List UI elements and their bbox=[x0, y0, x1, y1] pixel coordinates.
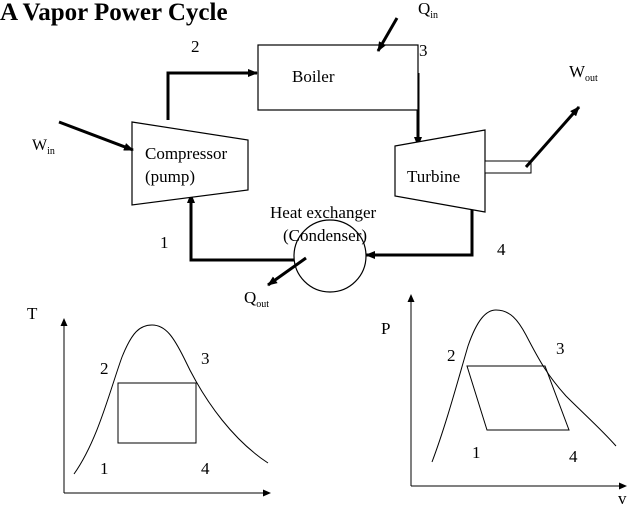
ts-diagram: T 2 3 1 4 bbox=[27, 304, 271, 497]
ts-point-4: 4 bbox=[201, 459, 210, 478]
page-title: A Vapor Power Cycle bbox=[0, 0, 228, 26]
pv-point-4: 4 bbox=[569, 447, 578, 466]
q-out-label: Qout bbox=[244, 288, 269, 310]
ts-point-3: 3 bbox=[201, 349, 210, 368]
state-point-4: 4 bbox=[497, 240, 506, 259]
condenser-label-line2: (Condenser) bbox=[283, 226, 367, 245]
ts-y-axis-label: T bbox=[27, 304, 38, 323]
pv-point-2: 2 bbox=[447, 346, 456, 365]
ts-cycle-path bbox=[117, 382, 197, 444]
turbine-shape bbox=[394, 129, 486, 213]
w-out-arrow bbox=[524, 106, 581, 168]
pv-x-axis-label: v bbox=[618, 489, 627, 506]
state-point-1: 1 bbox=[160, 233, 169, 252]
compressor-shape bbox=[131, 121, 249, 206]
q-in-arrow bbox=[376, 17, 399, 52]
condenser-label-line1: Heat exchanger bbox=[270, 203, 377, 222]
boiler-label: Boiler bbox=[292, 67, 335, 86]
pipe-turbine-to-condenser bbox=[365, 210, 474, 259]
state-point-3: 3 bbox=[419, 41, 428, 60]
pv-saturation-dome bbox=[431, 309, 617, 463]
w-in-label: Win bbox=[32, 137, 55, 157]
pv-cycle-path bbox=[466, 365, 570, 431]
state-point-2: 2 bbox=[191, 37, 200, 56]
ts-point-2: 2 bbox=[100, 359, 109, 378]
pipe-2-to-boiler bbox=[166, 69, 258, 120]
pv-y-axis-label: P bbox=[381, 319, 390, 338]
compressor-label-line1: Compressor bbox=[145, 144, 228, 163]
q-in-label: Qin bbox=[418, 0, 438, 21]
compressor-label-line2: (pump) bbox=[145, 167, 195, 186]
pv-point-1: 1 bbox=[472, 443, 481, 462]
ts-point-1: 1 bbox=[100, 459, 109, 478]
condenser-circle bbox=[293, 219, 367, 293]
pv-diagram: P v 2 3 1 4 bbox=[381, 294, 627, 506]
pipe-condenser-to-pump bbox=[187, 193, 294, 262]
turbine-label: Turbine bbox=[407, 167, 460, 186]
pv-point-3: 3 bbox=[556, 339, 565, 358]
boiler-box bbox=[257, 44, 419, 111]
q-out-arrow bbox=[267, 256, 307, 287]
turbine-shaft bbox=[484, 160, 532, 174]
w-in-arrow bbox=[58, 120, 134, 152]
ts-saturation-dome bbox=[73, 324, 269, 475]
w-out-label: Wout bbox=[569, 62, 598, 84]
